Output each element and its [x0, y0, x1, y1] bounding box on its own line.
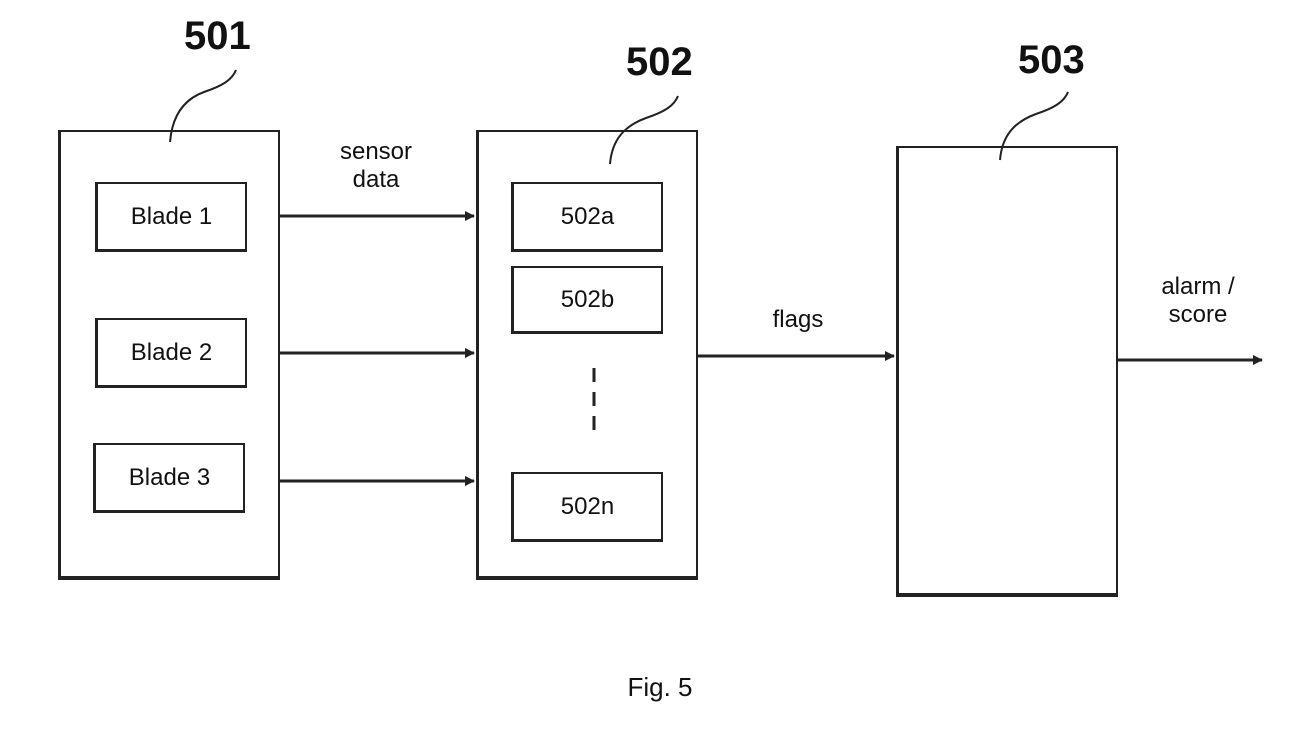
leader-line-503	[1000, 92, 1068, 160]
leader-line-501	[170, 70, 236, 142]
leader-line-502	[610, 96, 678, 164]
